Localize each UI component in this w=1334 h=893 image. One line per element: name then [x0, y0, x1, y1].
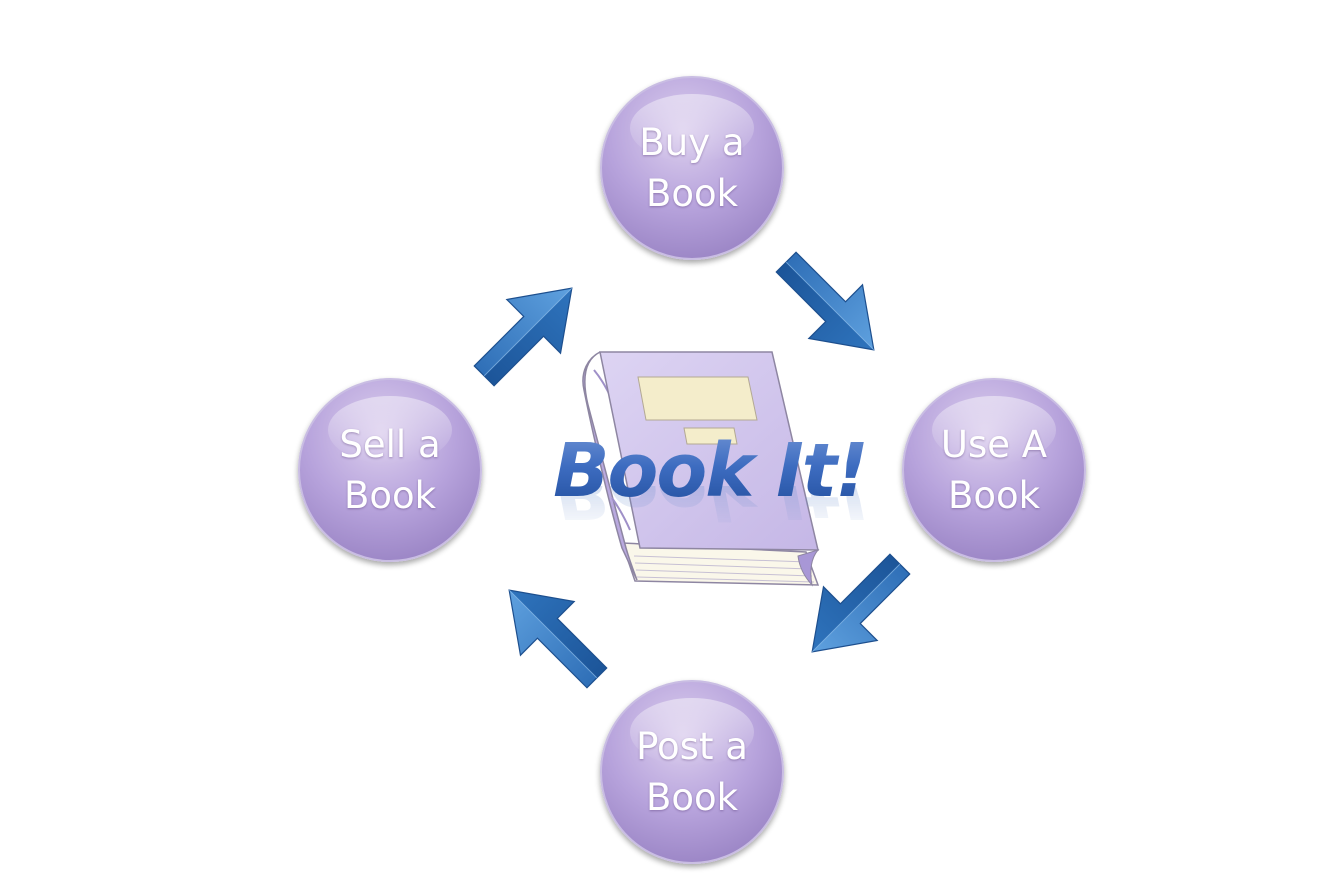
node-circle-post: [600, 680, 784, 864]
node-circle-buy: [600, 76, 784, 260]
book-icon: [582, 351, 820, 587]
diagram-title: Book It!: [545, 428, 875, 514]
arrow-icon: [481, 562, 625, 706]
node-circle-sell: [298, 378, 482, 562]
arrow-icon: [758, 234, 902, 378]
arrow-icon: [456, 260, 600, 404]
node-circle-use: [902, 378, 1086, 562]
